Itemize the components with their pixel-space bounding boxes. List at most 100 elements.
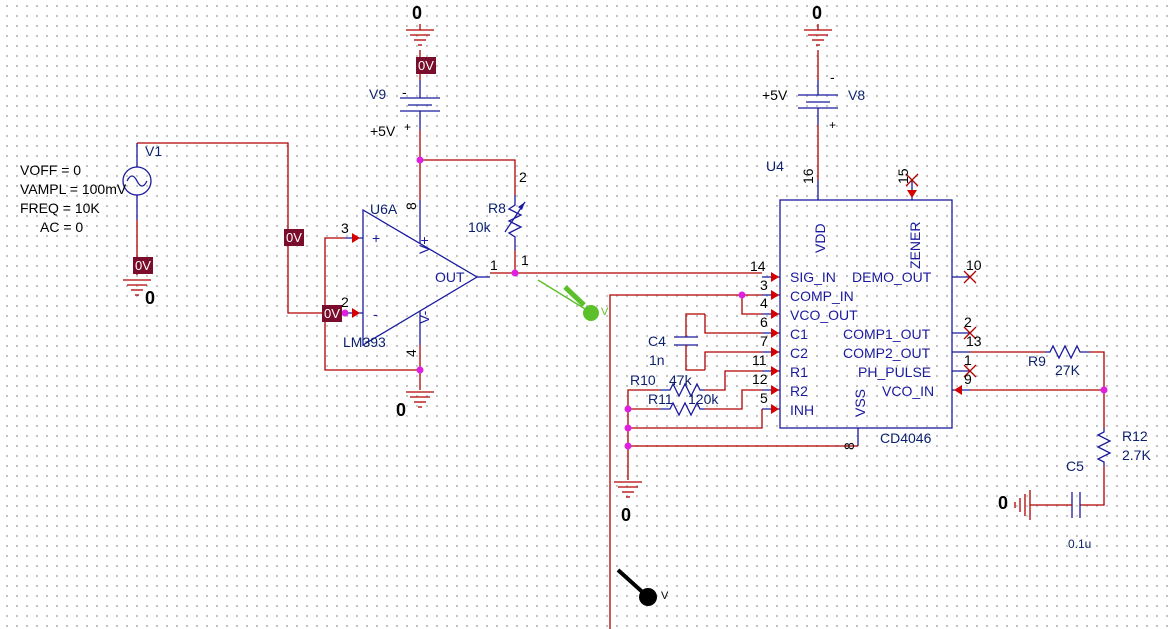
r12-ref-label: R12 xyxy=(1122,428,1148,444)
v8-plus-sign: + xyxy=(829,118,837,132)
wire-c4-top xyxy=(704,314,762,334)
ground-net-label-v1: 0 xyxy=(145,288,156,308)
c4-capacitor-symbol[interactable] xyxy=(674,313,705,371)
wire-vplus-to-r8 xyxy=(420,159,516,195)
pll-part-label: CD4046 xyxy=(880,430,932,446)
comparator-out-label: OUT xyxy=(435,269,465,285)
black-probe-label: V xyxy=(661,590,669,602)
v9-value-label: +5V xyxy=(370,123,396,139)
r12-value-label: 2.7K xyxy=(1122,447,1151,463)
wire-comp-in-probe xyxy=(609,294,762,629)
ground-net-label-v8: 0 xyxy=(812,3,823,23)
r12-resistor-symbol[interactable] xyxy=(1096,428,1112,466)
comparator-pin-4: 4 xyxy=(403,349,419,357)
v1-ref-label: V1 xyxy=(145,143,163,159)
r8-pin-2: 2 xyxy=(519,169,527,185)
pll-left-pin-name-3: C1 xyxy=(790,326,808,342)
r10-value-label: 47k xyxy=(669,372,692,388)
green-probe-lead xyxy=(537,279,591,313)
ground-symbol-pll xyxy=(614,481,642,498)
comparator-part-label: LM393 xyxy=(343,334,386,350)
r11-value-label: 120k xyxy=(688,391,719,407)
c5-value-label: 0.1u xyxy=(1068,537,1092,551)
pll-left-pin-num-7: 5 xyxy=(760,390,768,406)
comparator-vplus-label: V+ xyxy=(416,236,432,254)
v1-ac-param: AC = 0 xyxy=(40,219,84,235)
pll-left-pin-name-6: R2 xyxy=(790,383,808,399)
green-probe-icon xyxy=(583,305,599,321)
pll-left-pin-name-5: R1 xyxy=(790,364,808,380)
pll-vdd-label: VDD xyxy=(812,223,828,253)
voltage-marker-inverting: 0V xyxy=(322,305,342,322)
r10-resistor-symbol[interactable] xyxy=(660,382,705,398)
voltage-marker-v1: 0V xyxy=(133,257,153,274)
comparator-pin-1: 1 xyxy=(490,257,498,273)
wire-r1-to-r10 xyxy=(705,370,762,391)
wire-noninv-input-to-ground xyxy=(324,237,420,371)
wire-c4-bottom xyxy=(704,351,762,370)
pll-left-pin-num-1: 3 xyxy=(760,277,768,293)
green-probe-body xyxy=(563,285,586,307)
wire-r2-to-r11 xyxy=(705,389,762,410)
pll-ref-label: U4 xyxy=(766,158,784,174)
pll-left-pin-name-0: SIG_IN xyxy=(790,269,836,285)
voltage-marker-v9: 0V xyxy=(416,57,436,74)
v8-ref-label: V8 xyxy=(848,87,866,103)
vco-in-arrow xyxy=(954,385,962,395)
ground-net-label-v9: 0 xyxy=(412,3,423,23)
comparator-pin-8: 8 xyxy=(403,202,419,210)
pll-left-pin-num-0: 14 xyxy=(750,258,766,274)
r8-ref-label: R8 xyxy=(488,200,506,216)
pll-left-pin-num-2: 4 xyxy=(760,295,768,311)
v9-ref-label: V9 xyxy=(369,86,387,102)
pll-right-pin-num-1: 2 xyxy=(964,314,972,330)
r9-resistor-symbol[interactable] xyxy=(1045,344,1090,360)
v9-minus-sign: - xyxy=(402,84,407,100)
pll-pin-8: 8 xyxy=(841,442,857,450)
r11-resistor-symbol[interactable] xyxy=(660,401,705,417)
no-connect-marks xyxy=(905,173,977,378)
ground-net-label-c5: 0 xyxy=(998,493,1009,513)
cd4046-left-arrows xyxy=(771,272,779,414)
junction-dots xyxy=(341,156,1108,450)
c5-ref-label: C5 xyxy=(1066,458,1084,474)
wire-r12-to-c5 xyxy=(1080,466,1105,506)
pll-zener-label: ZENER xyxy=(907,221,923,269)
pll-left-pin-name-2: VCO_OUT xyxy=(790,307,858,323)
voltage-marker-left-wire: 0V xyxy=(284,229,304,246)
c4-ref-label: C4 xyxy=(648,333,666,349)
comparator-minus-sign: - xyxy=(373,306,378,322)
r8-potentiometer-symbol[interactable] xyxy=(504,195,526,250)
c5-capacitor-symbol[interactable] xyxy=(1071,492,1081,518)
pll-left-pin-num-3: 6 xyxy=(760,314,768,330)
r9-value-label: 27K xyxy=(1055,362,1080,378)
ground-symbol-v1 xyxy=(123,279,151,296)
r10-ref-label: R10 xyxy=(630,372,656,388)
black-probe-icon xyxy=(639,588,657,606)
v9-plus-sign: + xyxy=(404,120,412,134)
v1-freq-param: FREQ = 10K xyxy=(20,200,100,216)
pll-pin-16: 16 xyxy=(800,168,816,184)
pll-right-pin-name-4: VCO_IN xyxy=(882,383,935,399)
pll-right-pin-name-0: DEMO_OUT xyxy=(852,269,932,285)
v8-battery-symbol[interactable] xyxy=(798,80,838,125)
pll-left-pin-num-6: 12 xyxy=(752,371,768,387)
c4-value-label: 1n xyxy=(649,352,665,368)
pll-left-pin-name-4: C2 xyxy=(790,345,808,361)
wire-r10-r11-to-ground xyxy=(627,389,660,480)
pll-right-pin-name-2: COMP2_OUT xyxy=(843,345,931,361)
ground-net-label-comparator: 0 xyxy=(396,400,407,420)
v8-value-label: +5V xyxy=(762,87,788,103)
v1-sine-source-symbol[interactable] xyxy=(122,143,152,220)
ground-net-label-pll: 0 xyxy=(621,505,632,525)
v9-battery-symbol[interactable] xyxy=(400,80,440,130)
ground-symbol-comparator xyxy=(406,391,434,408)
r8-pin-1: 1 xyxy=(521,252,529,268)
v8-minus-sign: - xyxy=(830,69,835,85)
pll-left-pin-num-5: 11 xyxy=(752,352,767,368)
comparator-pin-2: 2 xyxy=(341,294,349,310)
pll-right-pin-name-1: COMP1_OUT xyxy=(843,326,931,342)
r8-value-label: 10k xyxy=(468,219,491,235)
